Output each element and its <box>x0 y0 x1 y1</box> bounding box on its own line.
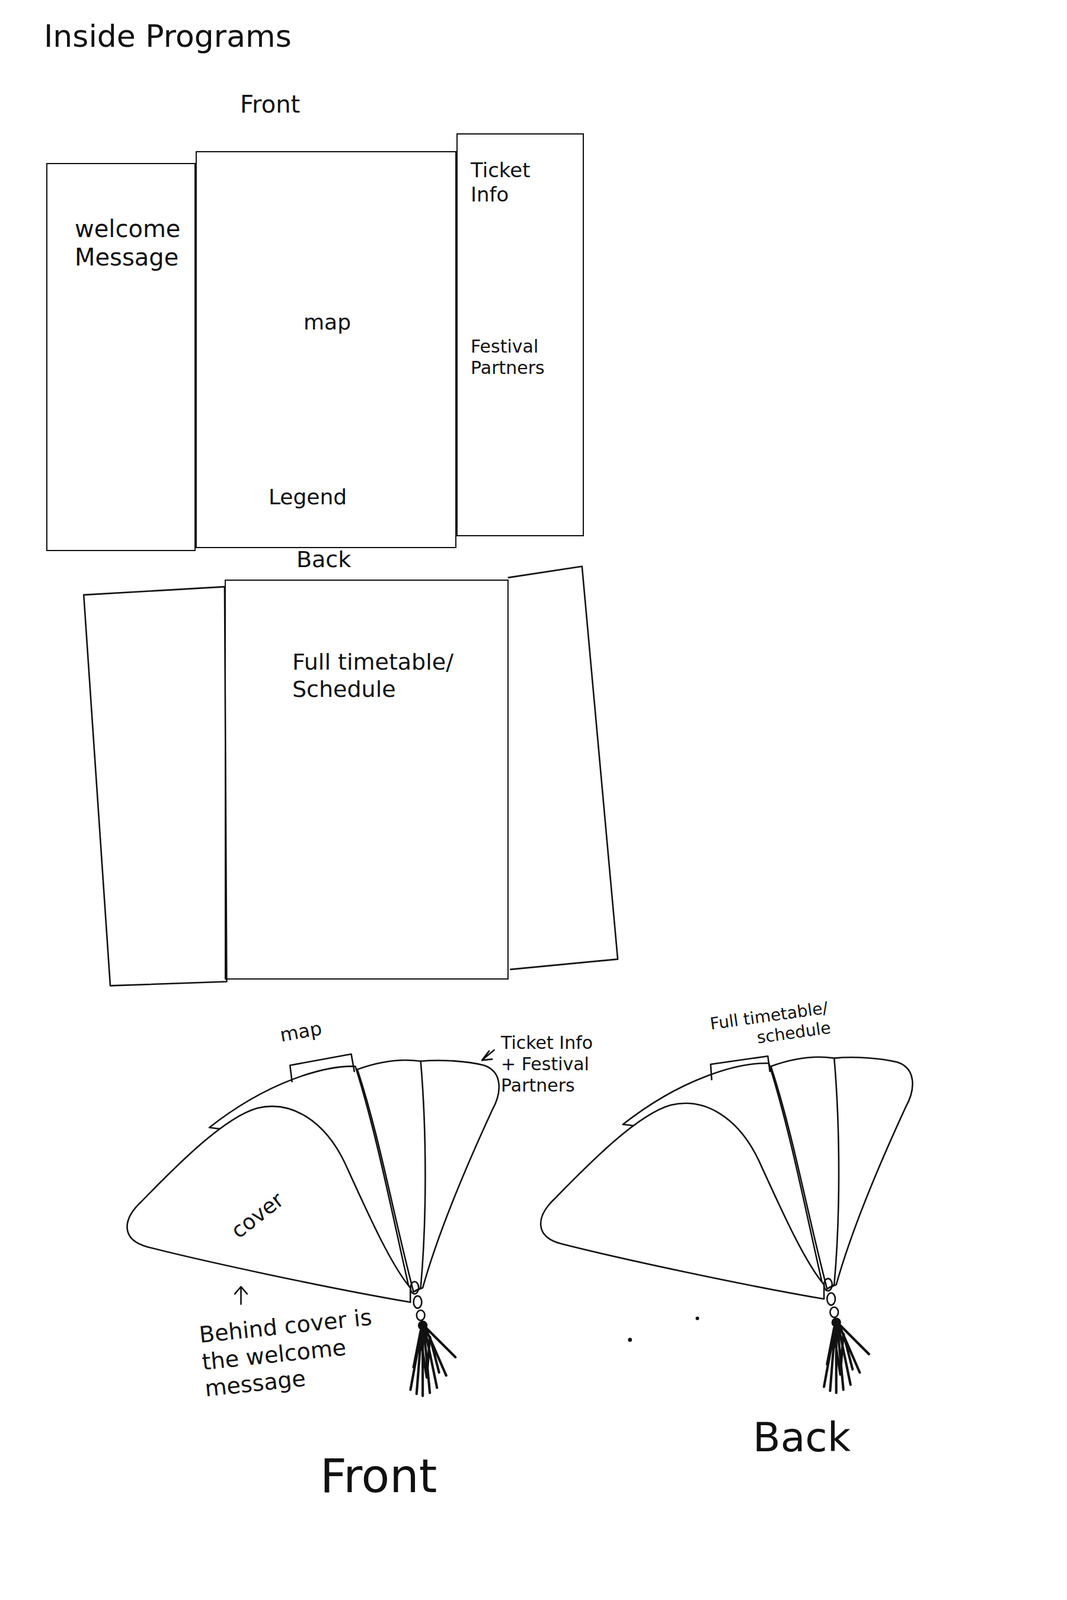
program-panel: Ticket InfoFestival Partners <box>456 133 584 537</box>
fan-annotation: Full timetable/ schedule <box>688 998 832 1057</box>
leader-arrow <box>234 1286 248 1305</box>
chain-link <box>410 1282 419 1295</box>
chain-link <box>416 1310 426 1321</box>
program-panel: Full timetable/ Schedule <box>224 579 509 980</box>
panel-text: Festival Partners <box>470 336 560 379</box>
tassel <box>410 1329 456 1397</box>
stray-dot <box>696 1317 699 1320</box>
chain-link <box>413 1296 423 1309</box>
cover-leaf: cover <box>117 1097 419 1312</box>
chain-link <box>823 1279 833 1292</box>
fan-caption: Back <box>752 1413 851 1463</box>
stray-dot <box>628 1339 632 1342</box>
panel-text: Full timetable/ Schedule <box>292 649 488 704</box>
chain-link <box>826 1293 836 1306</box>
fan-annotation: Behind cover is the welcome message <box>197 1300 419 1404</box>
page-title: Inside Programs <box>43 17 292 55</box>
fan-leaf <box>540 1103 824 1300</box>
back-right-panel <box>508 566 618 970</box>
timetable-bracket <box>710 1056 771 1081</box>
tassel <box>823 1326 870 1394</box>
cover-leaf <box>126 1106 411 1303</box>
program-panel: mapLegend <box>195 151 457 549</box>
program-panel: welcome Message <box>46 163 196 552</box>
chain-link <box>829 1307 839 1318</box>
fan-annotation: map <box>278 1017 324 1047</box>
panel-text: Ticket Info <box>470 158 560 207</box>
panel-text: welcome Message <box>74 214 182 272</box>
back-fan <box>540 1057 913 1394</box>
map-bracket <box>289 1054 355 1082</box>
back-left-panel <box>83 586 227 986</box>
fan-leaf <box>413 1060 499 1293</box>
fan-caption: Front <box>320 1449 437 1506</box>
fan-leaf <box>826 1057 913 1290</box>
panel-text: Legend <box>266 484 350 510</box>
side-heading: Back <box>296 546 351 574</box>
leader-arrow <box>481 1050 495 1061</box>
side-heading: Front <box>240 90 300 119</box>
fan-annotation: Ticket Info + Festival Partners <box>500 1032 599 1097</box>
panel-text: map <box>285 309 369 335</box>
